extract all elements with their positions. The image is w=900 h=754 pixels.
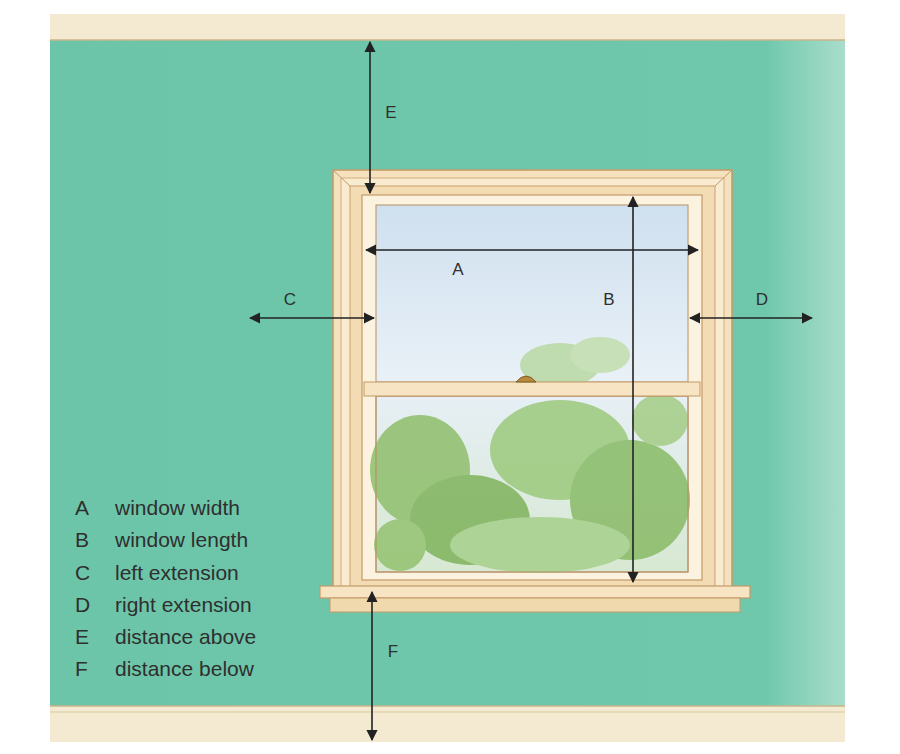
dimension-letter: A	[452, 261, 463, 280]
window-casing	[333, 170, 732, 590]
legend-text: window length	[115, 528, 248, 551]
dimension-letter: B	[603, 291, 614, 310]
window-apron	[330, 598, 740, 612]
baseboard	[50, 706, 845, 742]
meeting-rail	[364, 382, 700, 396]
dimension-letter: E	[385, 104, 396, 123]
trees	[370, 337, 690, 573]
legend-letter: A	[75, 496, 89, 519]
legend-text: right extension	[115, 593, 252, 616]
legend-letter: C	[75, 561, 90, 584]
legend-letter: D	[75, 593, 90, 616]
legend-letter: F	[75, 657, 88, 680]
sash-latch	[516, 376, 536, 382]
legend-letter: B	[75, 528, 89, 551]
ceiling-molding	[50, 14, 845, 40]
wall	[50, 14, 845, 742]
window-sash	[362, 195, 702, 580]
dimension-letter: D	[756, 291, 768, 310]
dimension-letter: F	[388, 643, 398, 662]
window-sill	[320, 586, 750, 598]
dimension-arrows	[250, 42, 812, 740]
legend-text: left extension	[115, 561, 239, 584]
legend-text: distance above	[115, 625, 256, 648]
dimension-letter: C	[284, 291, 296, 310]
legend-text: distance below	[115, 657, 254, 680]
legend-letter: E	[75, 625, 89, 648]
legend-text: window width	[115, 496, 240, 519]
